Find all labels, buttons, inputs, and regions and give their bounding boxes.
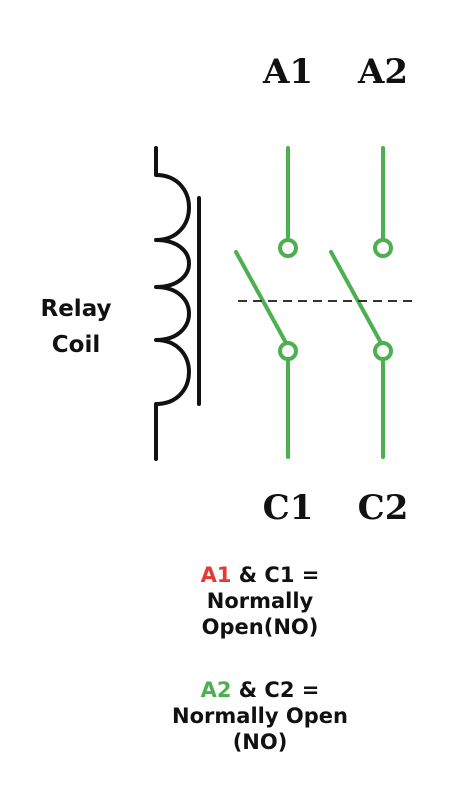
contact-a2-terminal (373, 238, 393, 258)
contact-a1-c1 (234, 146, 298, 459)
contact-c1-terminal (278, 341, 298, 361)
contact-a1-switch-blade (234, 250, 287, 343)
coil-label-line1: Relay (41, 296, 112, 322)
contact-a2-c2 (329, 146, 393, 459)
legend-terminal-a1: A1 (200, 563, 232, 587)
legend-entry-a1-c1: A1 & C1 = Normally Open(NO) (140, 562, 380, 640)
legend-rest-a1: & C1 = (231, 563, 320, 587)
terminal-label-c1: C1 (263, 488, 314, 528)
legend-line-3: Open(NO) (201, 615, 319, 639)
relay-coil (154, 146, 201, 461)
legend-line-1: A1 & C1 = (140, 562, 380, 588)
legend-line-2: Normally Open (172, 704, 348, 728)
contact-c2-terminal (373, 341, 393, 361)
legend-line-3: (NO) (232, 730, 288, 754)
coil-label-line2: Coil (52, 332, 100, 358)
legend-rest-a2: & C2 = (231, 678, 320, 702)
legend-line-1: A2 & C2 = (140, 677, 380, 703)
terminal-label-a2: A2 (357, 52, 408, 92)
legend-entry-a2-c2: A2 & C2 = Normally Open (NO) (140, 677, 380, 755)
terminal-label-c2: C2 (358, 488, 409, 528)
legend-terminal-a2: A2 (200, 678, 232, 702)
legend-line-2: Normally (206, 589, 314, 613)
contact-a1-terminal (278, 238, 298, 258)
contact-a2-switch-blade (329, 250, 382, 343)
coil-winding (154, 146, 191, 461)
terminal-label-a1: A1 (262, 52, 313, 92)
